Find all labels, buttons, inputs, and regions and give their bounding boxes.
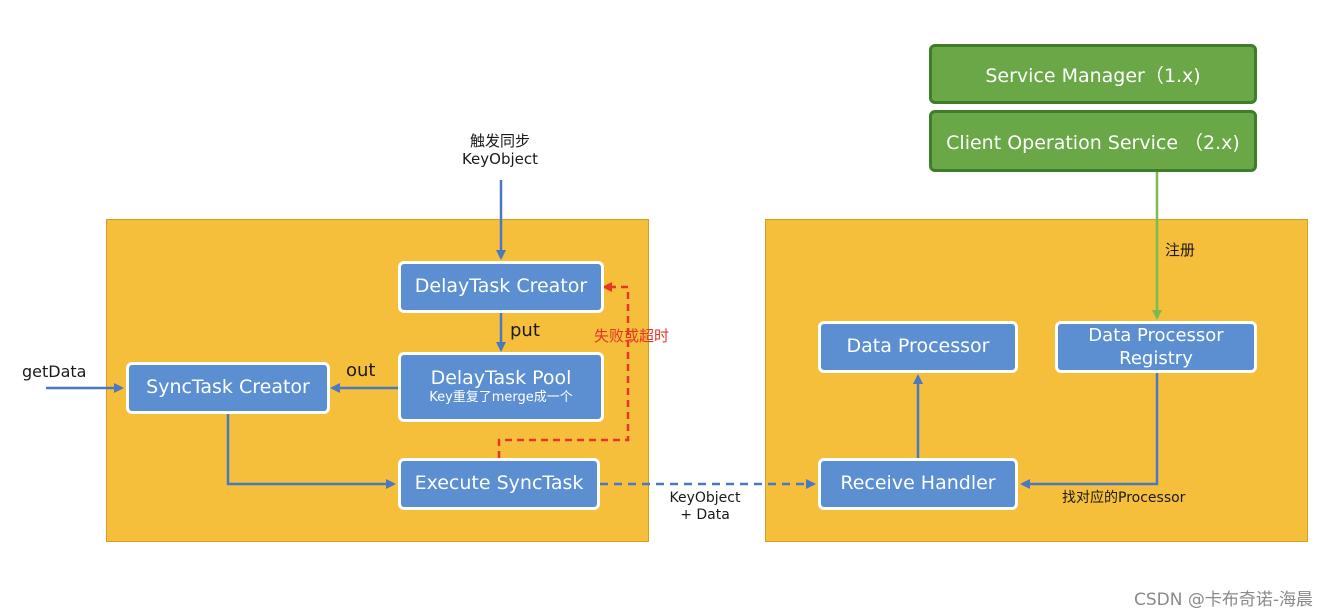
delay-task-pool-sublabel: Key重复了merge成一个: [429, 390, 573, 406]
receive-handler-label: Receive Handler: [840, 472, 996, 495]
sync-task-creator-label: SyncTask Creator: [146, 376, 310, 399]
data-processor-label: Data Processor: [846, 335, 990, 358]
execute-sync-task-label: Execute SyncTask: [414, 472, 584, 495]
sync-task-creator-box[interactable]: SyncTask Creator: [126, 362, 330, 414]
trigger-label-line2: KeyObject: [461, 150, 539, 168]
find-processor-label: 找对应的Processor: [1062, 490, 1186, 506]
arrow-registry-to-handler: [1020, 372, 1159, 489]
watermark: CSDN @卡布奇诺-海晨: [1133, 590, 1313, 610]
service-manager-label: Service Manager（1.x): [985, 64, 1201, 87]
delay-task-pool-label: DelayTask Pool: [430, 366, 572, 389]
register-label: 注册: [1165, 241, 1196, 259]
data-processor-box[interactable]: Data Processor: [818, 321, 1018, 373]
receive-handler-box[interactable]: Receive Handler: [818, 458, 1018, 510]
fail-timeout-label: 失败或超时: [594, 327, 670, 345]
delay-task-pool-box[interactable]: DelayTask Pool Key重复了merge成一个: [398, 352, 604, 422]
service-manager-box[interactable]: Service Manager（1.x): [929, 44, 1257, 104]
data-processor-registry-box[interactable]: Data Processor Registry: [1055, 321, 1257, 373]
data-processor-registry-label: Data Processor Registry: [1088, 324, 1224, 369]
delay-task-creator-label: DelayTask Creator: [414, 275, 588, 298]
transfer-label-line1: KeyObject: [669, 490, 741, 506]
transfer-label: KeyObject + Data: [660, 490, 750, 524]
put-label: put: [510, 320, 540, 341]
transfer-label-line2: + Data: [680, 506, 730, 523]
execute-sync-task-box[interactable]: Execute SyncTask: [398, 458, 600, 510]
arrow-fail-retry: [497, 282, 630, 458]
client-operation-service-box[interactable]: Client Operation Service （2.x): [929, 110, 1257, 172]
arrow-creator-to-execute: [226, 414, 396, 489]
client-operation-service-label: Client Operation Service （2.x): [946, 131, 1240, 154]
out-label: out: [346, 360, 376, 381]
trigger-label: 触发同步 KeyObject: [450, 132, 550, 168]
trigger-label-line1: 触发同步: [469, 132, 530, 150]
get-data-label: getData: [22, 362, 87, 381]
delay-task-creator-box[interactable]: DelayTask Creator: [398, 261, 604, 313]
